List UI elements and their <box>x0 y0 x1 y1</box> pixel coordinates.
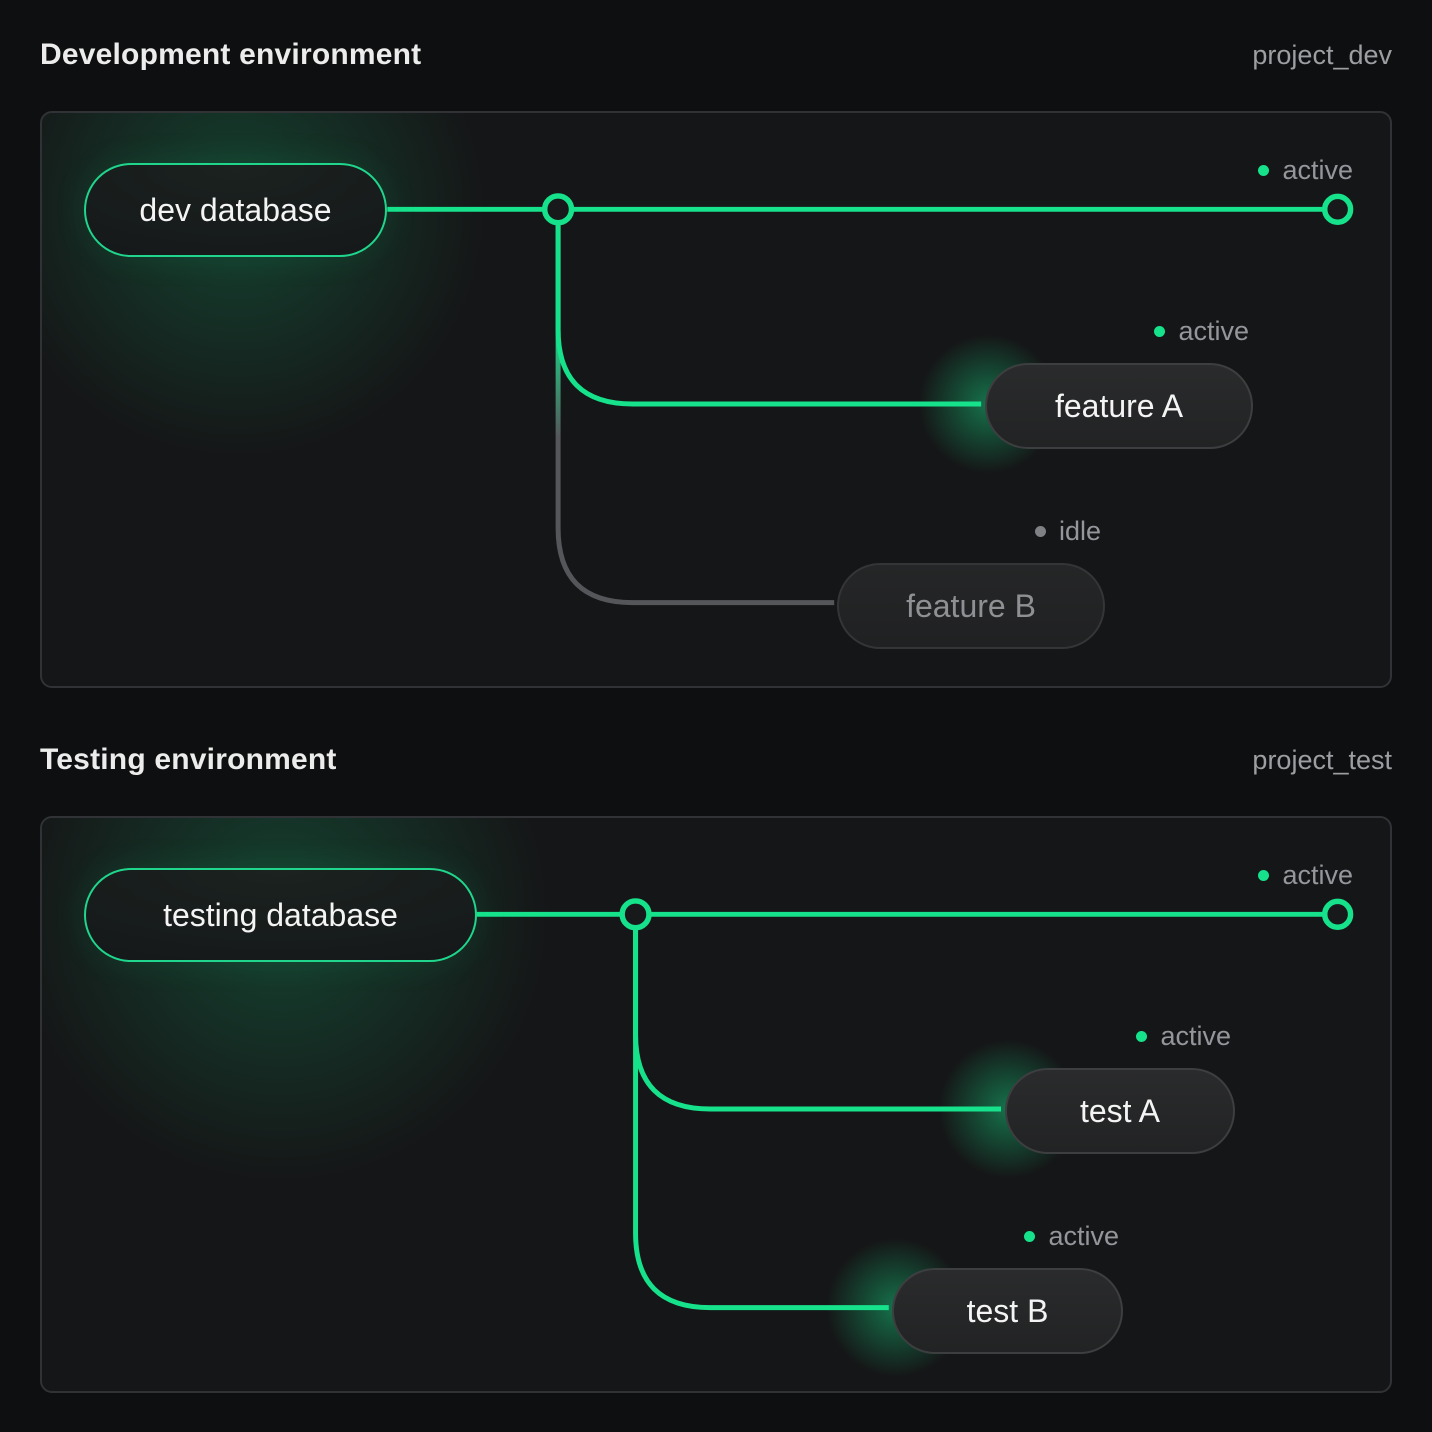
test-env-panel: testing database active active test A ac… <box>40 816 1392 1393</box>
node-label: testing database <box>163 896 398 933</box>
node-label: feature B <box>906 587 1036 624</box>
active-status-dot <box>1136 1030 1148 1042</box>
active-status-dot <box>1258 164 1270 176</box>
status-label: active <box>1048 1220 1119 1251</box>
node-feature-a[interactable]: feature A <box>985 363 1253 449</box>
branch-line-test-a <box>633 914 1002 1112</box>
node-testing-database[interactable]: testing database <box>84 868 477 962</box>
dev-env-title: Development environment <box>40 38 422 71</box>
branch-junction-node[interactable] <box>619 898 652 931</box>
branch-line-feature-a <box>555 209 982 407</box>
test-project-label: project_test <box>1252 745 1392 775</box>
feature-b-status: idle <box>1034 515 1101 546</box>
dev-project-label: project_dev <box>1252 40 1392 70</box>
idle-status-dot <box>1034 525 1046 537</box>
active-status-dot <box>1258 869 1270 881</box>
test-a-status: active <box>1136 1021 1231 1051</box>
status-label: active <box>1282 154 1353 185</box>
node-feature-b[interactable]: feature B <box>837 563 1105 649</box>
main-branch-end-node[interactable] <box>1322 193 1354 225</box>
node-label: dev database <box>139 191 332 228</box>
branch-line-test-b <box>633 914 889 1311</box>
branch-line-feature-b <box>555 209 835 606</box>
status-label: active <box>1178 315 1249 346</box>
node-label: feature A <box>1054 387 1184 424</box>
branch-junction-node[interactable] <box>541 193 575 226</box>
node-dev-database[interactable]: dev database <box>84 163 387 257</box>
node-label: test B <box>966 1292 1049 1329</box>
active-status-dot <box>1154 325 1166 337</box>
node-test-a[interactable]: test A <box>1005 1068 1235 1154</box>
test-env-header: Testing environment project_test <box>40 743 1392 787</box>
section-gap <box>40 688 1392 743</box>
main-branch-status: active <box>1258 155 1353 185</box>
test-env-title: Testing environment <box>40 743 337 776</box>
node-test-b[interactable]: test B <box>892 1268 1123 1354</box>
node-label: test A <box>1079 1092 1161 1129</box>
dev-env-panel: dev database active active feature A idl… <box>40 111 1392 688</box>
main-branch-end-node[interactable] <box>1322 898 1354 930</box>
active-status-dot <box>1024 1230 1036 1242</box>
status-label: idle <box>1058 515 1101 546</box>
dev-env-header: Development environment project_dev <box>40 38 1392 82</box>
feature-a-status: active <box>1154 316 1249 346</box>
status-label: active <box>1282 859 1353 890</box>
status-label: active <box>1160 1020 1231 1051</box>
main-branch-status: active <box>1258 860 1353 890</box>
test-b-status: active <box>1024 1221 1119 1251</box>
page: Development environment project_dev <box>40 38 1392 1393</box>
